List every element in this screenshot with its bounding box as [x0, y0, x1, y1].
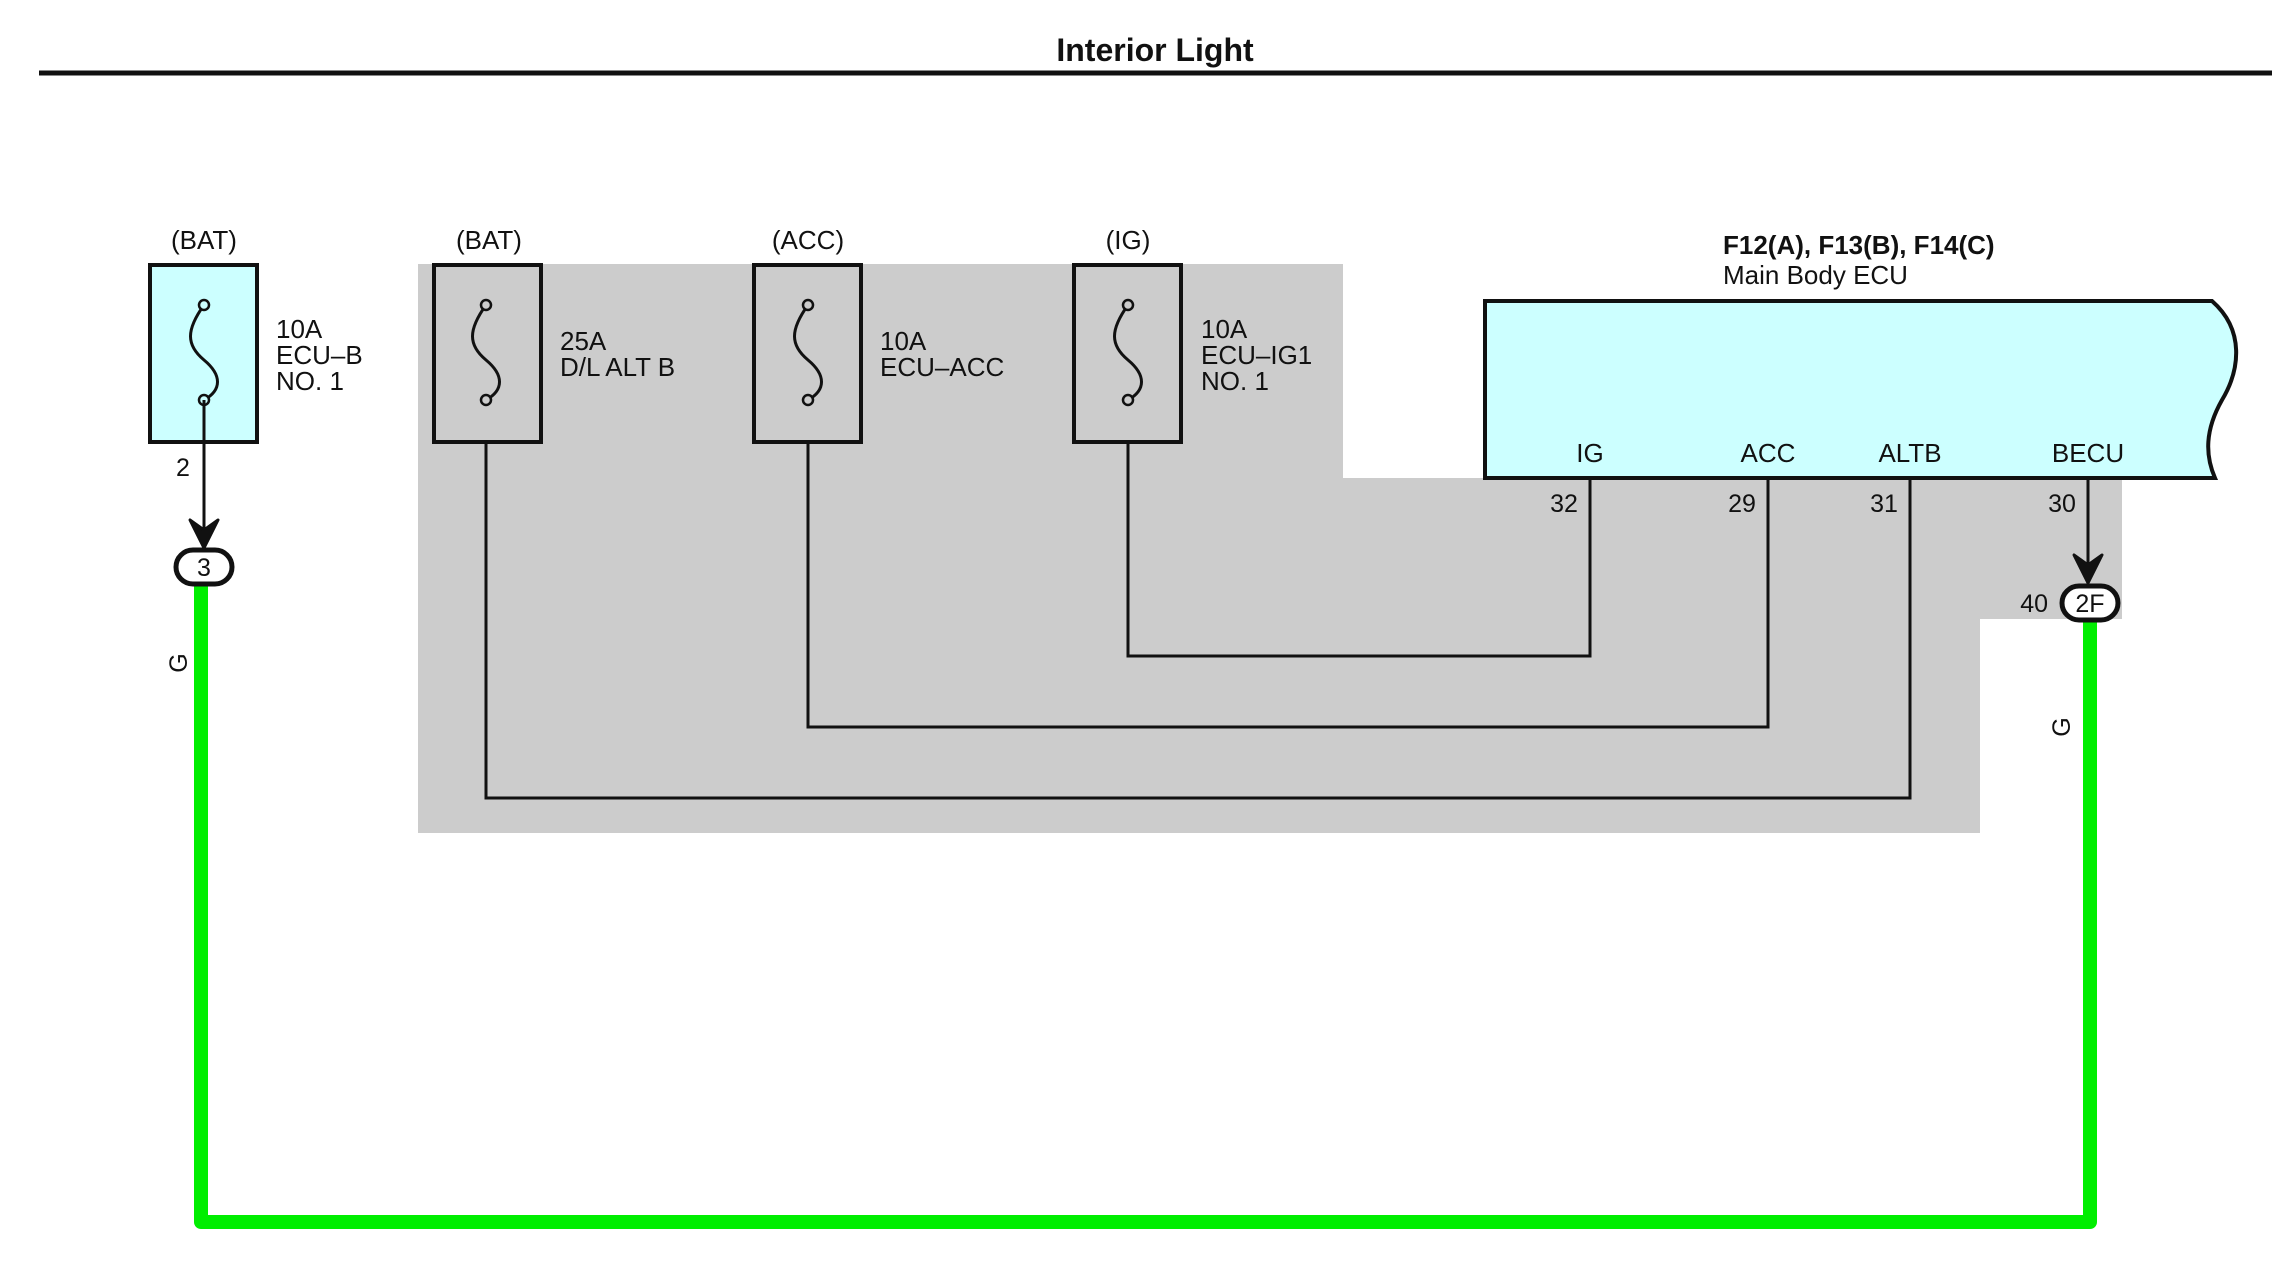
wire-color-right: G — [2048, 717, 2076, 736]
fuse-pin: 2 — [176, 454, 190, 482]
connector-id: 3 — [197, 554, 211, 582]
ecu-terminal-label: IG — [1576, 438, 1603, 468]
wire-altb-to-altb — [484, 443, 1912, 800]
fuse-source-label: (BAT) — [171, 225, 237, 255]
fuse-rating: 25A — [560, 326, 607, 356]
fuse-name-line1: D/L ALT B — [560, 352, 675, 382]
ecu-pin-number: 32 — [1550, 490, 1578, 518]
fuse-ecu-acc: (ACC) 10A ECU–ACC — [752, 225, 1004, 444]
arrow-down-icon — [2072, 553, 2104, 585]
main-body-ecu: F12(A), F13(B), F14(C) Main Body ECU IG … — [1483, 230, 2239, 518]
fuse-name-line1: ECU–ACC — [880, 352, 1004, 382]
wire-ig1-to-ig — [1126, 443, 1592, 658]
fuse-rating: 10A — [276, 314, 323, 344]
ecu-connectors: F12(A), F13(B), F14(C) — [1723, 230, 1995, 260]
fuse-dl-alt-b: (BAT) 25A D/L ALT B — [432, 225, 675, 444]
wire-acc-to-acc — [806, 443, 1770, 729]
fuse-rating: 10A — [1201, 314, 1248, 344]
connector-2f: 2F 40 — [2020, 583, 2121, 623]
fuse-name-line1: ECU–IG1 — [1201, 340, 1312, 370]
ecu-pin-number: 30 — [2048, 490, 2076, 518]
ecu-terminal-label: ACC — [1741, 438, 1796, 468]
ecu-terminal-label: ALTB — [1878, 438, 1941, 468]
connector-3: 3 — [173, 547, 235, 587]
fuse-ecu-b-no1: (BAT) 10A ECU–B NO. 1 2 — [148, 225, 363, 482]
fuse-ecu-ig1-no1: (IG) 10A ECU–IG1 NO. 1 — [1072, 225, 1312, 444]
wire-color-left: G — [165, 653, 193, 672]
arrow-down-icon — [188, 518, 220, 550]
fuse-rating: 10A — [880, 326, 927, 356]
ecu-pin-number: 29 — [1728, 490, 1756, 518]
connector-pin: 40 — [2020, 590, 2048, 618]
fuse-name-line1: ECU–B — [276, 340, 363, 370]
fuse-source-label: (ACC) — [772, 225, 844, 255]
fuse-name-line2: NO. 1 — [276, 366, 344, 396]
ecu-pin-number: 31 — [1870, 490, 1898, 518]
diagram-title: Interior Light — [1056, 32, 1254, 68]
ecu-terminal-label: BECU — [2052, 438, 2124, 468]
junction-block-area — [418, 264, 2122, 833]
connector-id: 2F — [2075, 590, 2104, 618]
fuse-source-label: (BAT) — [456, 225, 522, 255]
fuse-source-label: (IG) — [1106, 225, 1151, 255]
fuse-name-line2: NO. 1 — [1201, 366, 1269, 396]
ecu-name: Main Body ECU — [1723, 260, 1908, 290]
green-wire-g — [194, 585, 2097, 1229]
